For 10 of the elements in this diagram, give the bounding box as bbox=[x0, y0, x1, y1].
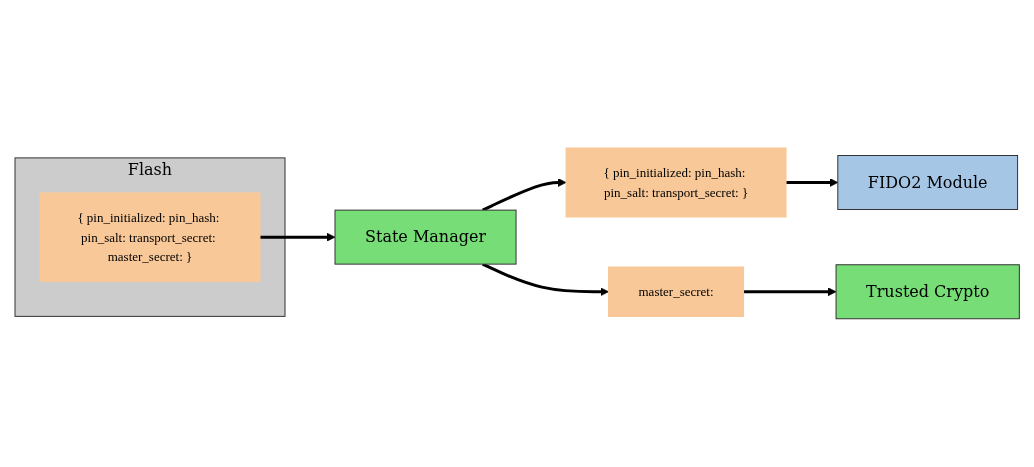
arrow bbox=[743, 287, 837, 297]
arrow bbox=[259, 232, 336, 242]
node-box: master_secret: bbox=[607, 266, 744, 318]
node-box: { pin_initialized: pin_hash: pin_salt: transport_secret: master_secret: } bbox=[39, 192, 261, 282]
node-box: State Manager bbox=[334, 209, 517, 265]
arrow bbox=[785, 178, 839, 188]
node-box: Trusted Crypto bbox=[835, 264, 1020, 320]
node-box: { pin_initialized: pin_hash: pin_salt: transport_secret: } bbox=[565, 147, 787, 218]
arrow bbox=[481, 178, 567, 212]
node-box: FIDO2 Module bbox=[837, 155, 1018, 211]
